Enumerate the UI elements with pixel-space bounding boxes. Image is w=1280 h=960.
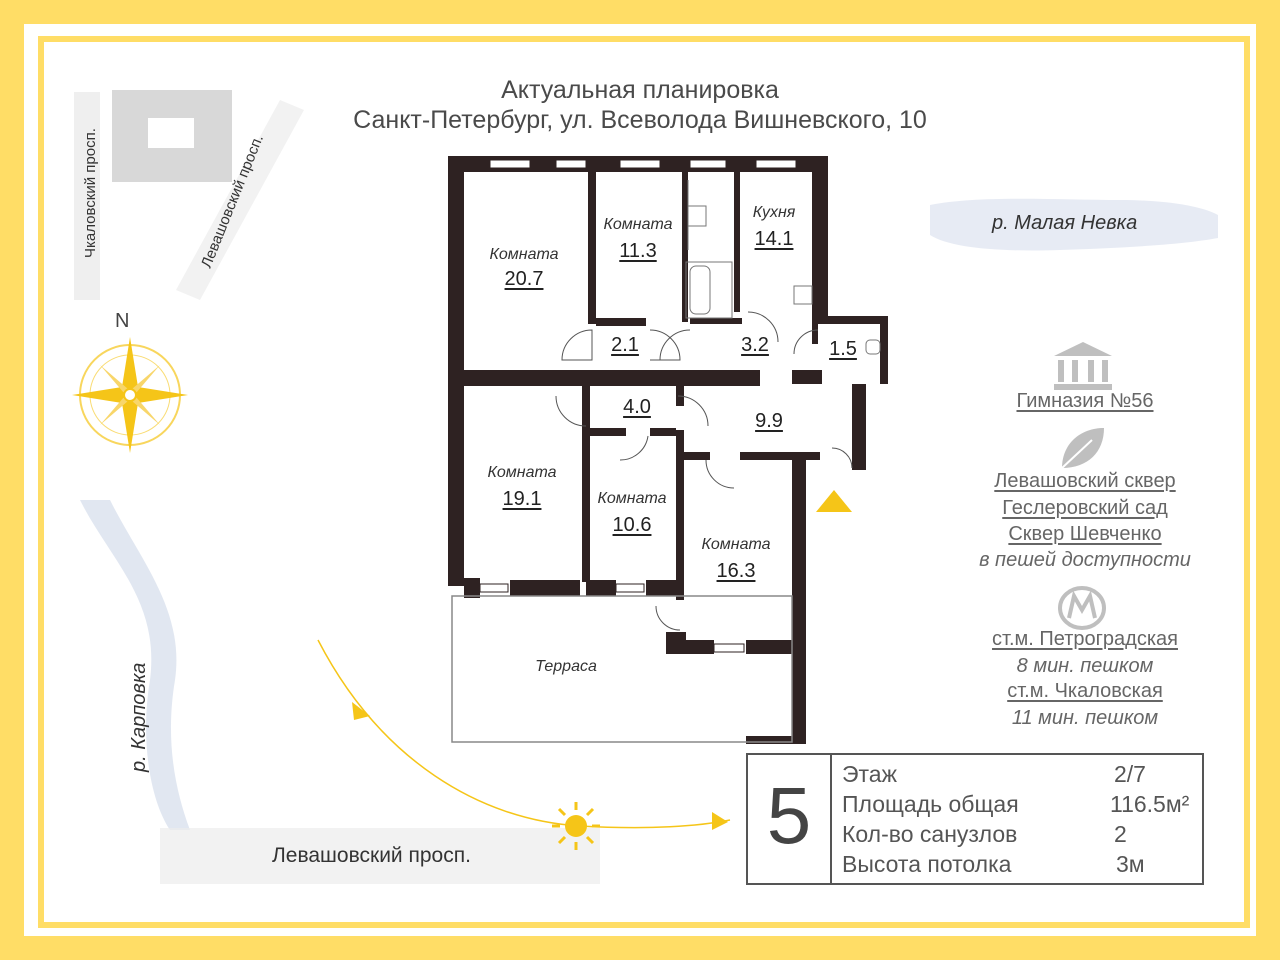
room-area: 19.1	[502, 488, 542, 510]
metro-time-1: 8 мин. пешком	[1016, 655, 1154, 677]
room-label: Комната	[701, 536, 771, 553]
spec-value-area: 116.5м²	[1110, 791, 1190, 817]
street-band-left	[74, 92, 100, 300]
room-area: 1.5	[829, 338, 857, 360]
spec-value-floor: 2/7	[1114, 761, 1146, 787]
room-label: Комната	[489, 246, 559, 263]
compass-rose-icon	[72, 337, 188, 453]
room-area: 4.0	[623, 396, 651, 418]
spec-value-ceiling: 3м	[1116, 851, 1145, 877]
parks-note: в пешей доступности	[979, 549, 1191, 571]
landmark-building-icon	[112, 90, 232, 182]
room-area: 3.2	[741, 334, 769, 356]
leaf-icon	[1061, 428, 1104, 469]
street-band-diagonal	[176, 100, 304, 300]
river-karpovka-shape	[80, 500, 190, 830]
park-link-2[interactable]: Геслеровский сад	[1002, 497, 1168, 519]
park-link-3[interactable]: Сквер Шевченко	[1008, 523, 1162, 545]
metro-link-2[interactable]: ст.м. Чкаловская	[1007, 680, 1163, 702]
metro-icon	[1058, 586, 1106, 630]
terrace-label: Терраса	[535, 658, 597, 675]
spec-label-ceiling: Высота потолка	[842, 851, 1012, 877]
metro-link-1[interactable]: ст.м. Петроградская	[992, 628, 1178, 650]
spec-label-area: Площадь общая	[842, 791, 1019, 817]
spec-label-floor: Этаж	[842, 761, 897, 787]
room-area: 16.3	[716, 560, 756, 582]
room-area: 11.3	[619, 240, 657, 262]
title-line-1: Актуальная планировка	[501, 76, 779, 104]
sun-icon	[552, 802, 600, 850]
room-label: Комната	[597, 490, 667, 507]
river-label-karpovka: р. Карповка	[128, 662, 150, 772]
room-label: Комната	[487, 464, 557, 481]
street-label-levashovsky-bottom: Левашовский просп.	[272, 844, 471, 867]
river-malaya-nevka-shape	[930, 198, 1218, 251]
spec-table	[746, 753, 1204, 885]
room-area: 14.1	[754, 228, 794, 250]
room-area: 20.7	[504, 268, 544, 290]
apartment-number: 5	[766, 771, 812, 860]
sun-path-arc	[317, 639, 731, 829]
room-area: 10.6	[612, 514, 652, 536]
entrance-marker-icon	[816, 490, 852, 512]
spec-divider	[830, 753, 832, 885]
street-band-bottom	[160, 828, 600, 884]
street-label-chkalovsky: Чкаловский просп.	[82, 128, 99, 258]
spec-label-bathrooms: Кол-во санузлов	[842, 821, 1018, 847]
room-area: 2.1	[611, 334, 639, 356]
terrace-outline	[451, 595, 793, 743]
sun-arrow-icon	[352, 702, 370, 720]
room-area: 9.9	[755, 410, 783, 432]
room-label: Комната	[603, 216, 673, 233]
sun-arrow-icon	[712, 812, 728, 830]
spec-value-bathrooms: 2	[1114, 821, 1127, 847]
school-link[interactable]: Гимназия №56	[1016, 390, 1154, 412]
park-link-1[interactable]: Левашовский сквер	[994, 470, 1176, 492]
compass-north-label: N	[115, 310, 130, 332]
school-icon	[1054, 342, 1112, 390]
river-label-malaya-nevka: р. Малая Невка	[992, 212, 1138, 234]
metro-time-2: 11 мин. пешком	[1011, 707, 1159, 729]
room-label: Кухня	[752, 204, 796, 221]
title-line-2: Санкт-Петербург, ул. Всеволода Вишневско…	[353, 106, 927, 134]
